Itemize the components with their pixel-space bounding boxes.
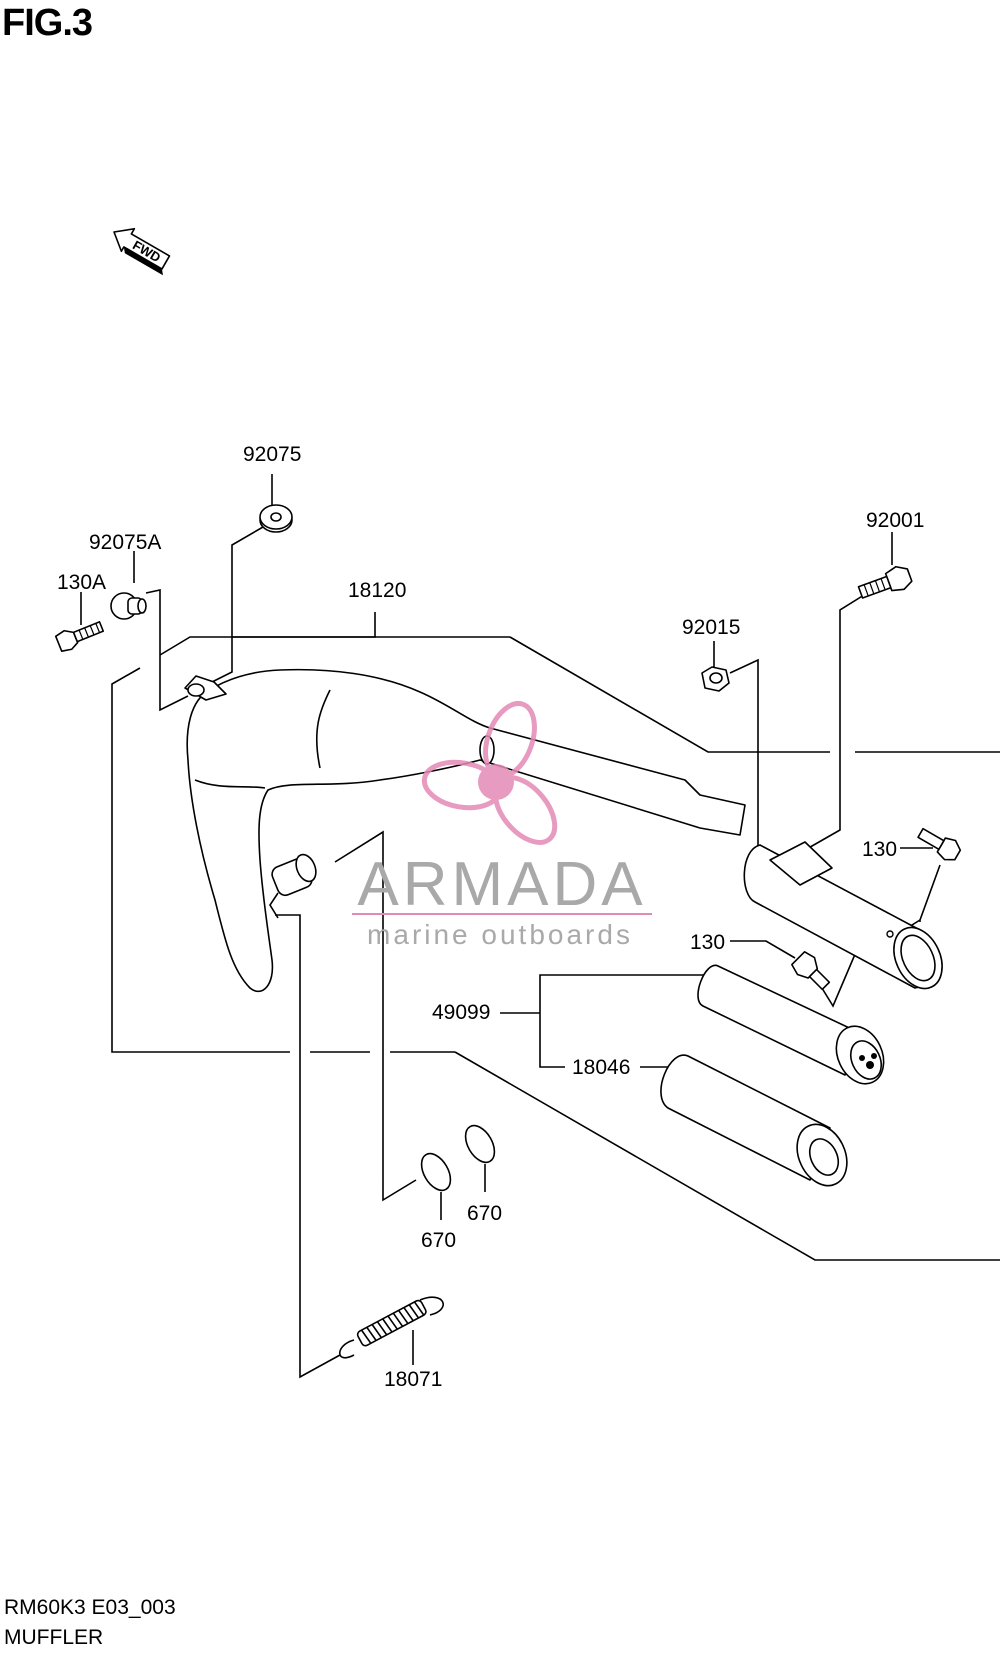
leader-18071 (275, 914, 341, 1379)
figure-title: FIG.3 (2, 2, 93, 44)
o-ring-670-left (420, 1152, 452, 1192)
callout-18120: 18120 (348, 579, 406, 602)
callout-130-lower: 130 (690, 931, 725, 954)
leader-92075A-down (145, 589, 189, 712)
callout-49099: 49099 (432, 1001, 490, 1024)
expansion-chamber-18120 (184, 668, 746, 993)
silencer-body (743, 841, 943, 990)
leader-frame-18120 (111, 612, 1000, 1261)
bolt-130-lower (791, 951, 831, 991)
leader-92075-down (203, 526, 264, 687)
callout-92001: 92001 (866, 509, 924, 532)
callout-18071: 18071 (384, 1368, 442, 1391)
fwd-arrow-icon: FWD (113, 227, 171, 276)
callout-92075: 92075 (243, 443, 301, 466)
leader-92001-down (804, 594, 865, 851)
propeller-logo-icon (421, 701, 558, 845)
inner-pipe-49099 (697, 964, 885, 1085)
callout-670-right: 670 (467, 1202, 502, 1225)
nut-92015 (701, 666, 730, 692)
watermark-brand: ARMADA (357, 850, 646, 919)
callout-130-upper: 130 (862, 838, 897, 861)
callout-130A: 130A (57, 571, 106, 594)
damper-92075A (110, 592, 147, 620)
leader-670-left (334, 830, 417, 1202)
leader-130-lower (730, 940, 796, 959)
figure-code: RM60K3 E03_003 (4, 1596, 176, 1619)
bolt-130-upper (917, 827, 962, 861)
leader-bracket (539, 974, 710, 1068)
packing-18046 (660, 1054, 848, 1187)
callout-670-left: 670 (421, 1229, 456, 1252)
bolt-92001 (857, 565, 913, 599)
figure-name: MUFFLER (4, 1626, 104, 1649)
watermark-tagline: marine outboards (367, 919, 633, 950)
leader-130-upper-down (919, 864, 941, 922)
bolt-130A (54, 621, 105, 652)
spring-18071 (338, 1296, 444, 1359)
grommet-92075 (259, 504, 293, 533)
o-ring-670-right (464, 1124, 496, 1164)
callout-92015: 92015 (682, 616, 740, 639)
callout-92075A: 92075A (89, 531, 161, 554)
callout-18046: 18046 (572, 1056, 630, 1079)
